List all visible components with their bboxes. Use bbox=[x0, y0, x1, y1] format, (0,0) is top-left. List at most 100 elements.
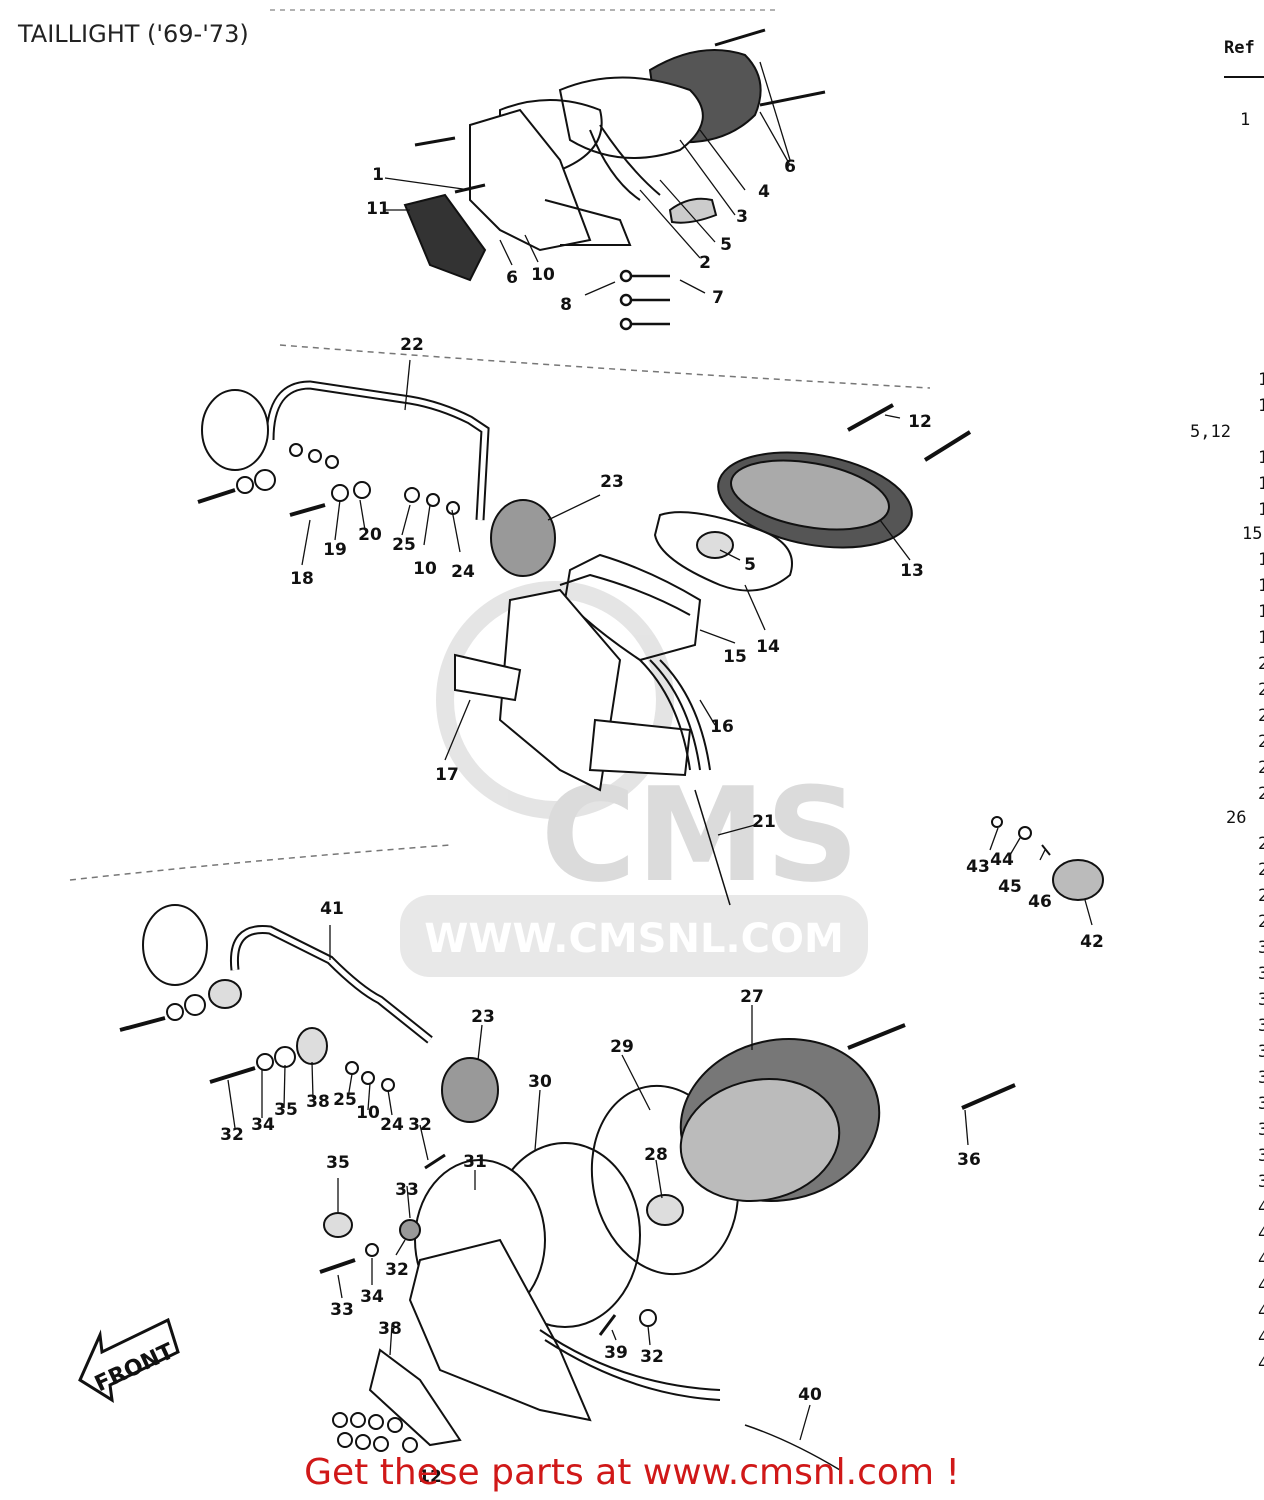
reference-number: 4 bbox=[1258, 1328, 1264, 1348]
reference-number: 1 bbox=[1258, 550, 1264, 570]
cmsnl-watermark: CMS WWW.CMSNL.COM bbox=[400, 581, 868, 977]
callout-45: 45 bbox=[998, 877, 1022, 897]
reference-header-rule bbox=[1224, 76, 1264, 78]
callout-11: 11 bbox=[366, 199, 390, 219]
callout-24: 24 bbox=[380, 1115, 404, 1135]
reference-number: 3 bbox=[1258, 1094, 1264, 1114]
callout-13: 13 bbox=[900, 561, 924, 581]
reference-number: 3 bbox=[1258, 964, 1264, 984]
callout-2: 2 bbox=[699, 253, 711, 273]
callout-7: 7 bbox=[712, 288, 724, 308]
reference-number: 3 bbox=[1258, 938, 1264, 958]
callout-34: 34 bbox=[360, 1287, 384, 1307]
callout-20: 20 bbox=[358, 525, 382, 545]
callout-23: 23 bbox=[600, 472, 624, 492]
reference-number: 3 bbox=[1258, 1172, 1264, 1192]
callout-6: 6 bbox=[506, 268, 518, 288]
callout-32: 32 bbox=[408, 1115, 432, 1135]
reference-number: 2 bbox=[1258, 834, 1264, 854]
reference-number: 1 bbox=[1258, 448, 1264, 468]
section-divider-top bbox=[279, 344, 931, 389]
callout-28: 28 bbox=[644, 1145, 668, 1165]
reference-number: 2 bbox=[1258, 784, 1264, 804]
reference-number: 26 bbox=[1226, 808, 1247, 828]
callout-33: 33 bbox=[330, 1300, 354, 1320]
callout-18: 18 bbox=[290, 569, 314, 589]
callout-10: 10 bbox=[531, 265, 555, 285]
footer-cta-text: Get these parts at www.cmsnl.com ! bbox=[304, 1452, 960, 1493]
reference-number: 3 bbox=[1258, 1146, 1264, 1166]
middle-taillight-assembly bbox=[197, 359, 972, 906]
callout-15: 15 bbox=[723, 647, 747, 667]
callout-34: 34 bbox=[251, 1115, 275, 1135]
bottom-taillight-assembly bbox=[119, 904, 1016, 1471]
callout-32: 32 bbox=[385, 1260, 409, 1280]
reference-number: 2 bbox=[1258, 654, 1264, 674]
page-title: TAILLIGHT ('69-'73) bbox=[18, 20, 249, 48]
reference-number: 1 bbox=[1258, 474, 1264, 494]
callout-36: 36 bbox=[957, 1150, 981, 1170]
callout-22: 22 bbox=[400, 335, 424, 355]
callout-35: 35 bbox=[326, 1153, 350, 1173]
top-taillight-assembly bbox=[384, 28, 826, 331]
callout-42: 42 bbox=[1080, 932, 1104, 952]
reference-number: 2 bbox=[1258, 758, 1264, 778]
callout-35: 35 bbox=[274, 1100, 298, 1120]
reference-number: 15 bbox=[1242, 524, 1263, 544]
reference-number: 4 bbox=[1258, 1302, 1264, 1322]
reference-number: 1 bbox=[1258, 628, 1264, 648]
callout-14: 14 bbox=[756, 637, 780, 657]
callout-40: 40 bbox=[798, 1385, 822, 1405]
callout-44: 44 bbox=[990, 850, 1014, 870]
callout-16: 16 bbox=[710, 717, 734, 737]
callout-32: 32 bbox=[220, 1125, 244, 1145]
callout-46: 46 bbox=[1028, 892, 1052, 912]
callout-33: 33 bbox=[395, 1180, 419, 1200]
reference-number: 1 bbox=[1258, 500, 1264, 520]
callout-32: 32 bbox=[640, 1347, 664, 1367]
reference-number: 3 bbox=[1258, 1120, 1264, 1140]
callout-4: 4 bbox=[758, 182, 770, 202]
reference-number: 3 bbox=[1258, 1042, 1264, 1062]
reference-number: 2 bbox=[1258, 706, 1264, 726]
section-divider-bottom bbox=[69, 844, 451, 881]
reference-number: 3 bbox=[1258, 1016, 1264, 1036]
callout-29: 29 bbox=[610, 1037, 634, 1057]
reference-number: 5,12 bbox=[1190, 422, 1231, 442]
callout-21: 21 bbox=[752, 812, 776, 832]
callout-30: 30 bbox=[528, 1072, 552, 1092]
callout-38: 38 bbox=[378, 1319, 402, 1339]
reference-number: 1 bbox=[1258, 370, 1264, 390]
front-direction-arrow: FRONT bbox=[78, 1317, 180, 1403]
callout-6: 6 bbox=[784, 157, 796, 177]
reference-number: 2 bbox=[1258, 732, 1264, 752]
small-lamp-42 bbox=[989, 816, 1104, 926]
reference-number: 4 bbox=[1258, 1250, 1264, 1270]
callout-8: 8 bbox=[560, 295, 572, 315]
reference-number: 1 bbox=[1240, 110, 1251, 130]
reference-number: 3 bbox=[1258, 990, 1264, 1010]
callout-10: 10 bbox=[413, 559, 437, 579]
callout-12: 12 bbox=[418, 1467, 442, 1487]
reference-number: 4 bbox=[1258, 1224, 1264, 1244]
reference-header: Ref bbox=[1224, 38, 1255, 58]
callout-27: 27 bbox=[740, 987, 764, 1007]
reference-number: 2 bbox=[1258, 886, 1264, 906]
callout-12: 12 bbox=[908, 412, 932, 432]
callout-31: 31 bbox=[463, 1152, 487, 1172]
reference-number: 3 bbox=[1258, 1068, 1264, 1088]
reference-number: 4 bbox=[1258, 1198, 1264, 1218]
reference-number: 1 bbox=[1258, 396, 1264, 416]
callout-5: 5 bbox=[744, 555, 756, 575]
reference-number: 1 bbox=[1258, 602, 1264, 622]
callout-38: 38 bbox=[306, 1092, 330, 1112]
callout-17: 17 bbox=[435, 765, 459, 785]
callout-5: 5 bbox=[720, 235, 732, 255]
callout-39: 39 bbox=[604, 1343, 628, 1363]
callout-24: 24 bbox=[451, 562, 475, 582]
callout-10: 10 bbox=[356, 1103, 380, 1123]
callout-19: 19 bbox=[323, 540, 347, 560]
callout-43: 43 bbox=[966, 857, 990, 877]
